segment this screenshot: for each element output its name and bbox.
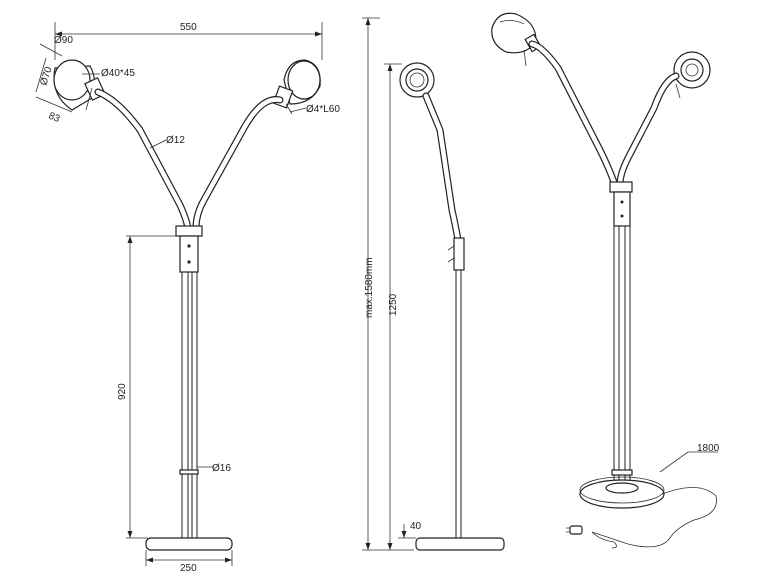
dim-base-height: 40: [410, 521, 422, 532]
dim-head-depth: 83: [47, 111, 62, 126]
dim-base: 250: [180, 563, 197, 574]
dim-height-max: max.1580mm: [364, 257, 375, 318]
dim-pole: Ø16: [212, 463, 231, 474]
dim-arm-tube: Ø12: [166, 135, 185, 146]
dim-width-total: 550: [180, 22, 197, 33]
perspective-view: 1800: [491, 12, 720, 549]
dim-stem-height: 920: [117, 383, 128, 400]
perspective-right-head: [673, 51, 711, 99]
right-lamp-head: [272, 59, 321, 115]
dim-head-inner: Ø70: [38, 65, 54, 87]
perspective-left-head: [491, 12, 542, 67]
dim-socket: Ø4*L60: [306, 104, 340, 115]
left-lamp-head: [53, 59, 106, 111]
dim-cable: 1800: [697, 443, 720, 454]
dim-height-side: 1250: [388, 293, 399, 316]
side-lamp-head: [399, 62, 435, 113]
side-view: max.1580mm 1250 40: [362, 17, 505, 551]
dim-bulb: Ø40*45: [101, 68, 135, 79]
dim-head-diameter: Ø90: [54, 35, 73, 46]
front-view: 550 Ø90 Ø70 83 Ø40*45 Ø12 Ø4*L60: [35, 22, 340, 574]
